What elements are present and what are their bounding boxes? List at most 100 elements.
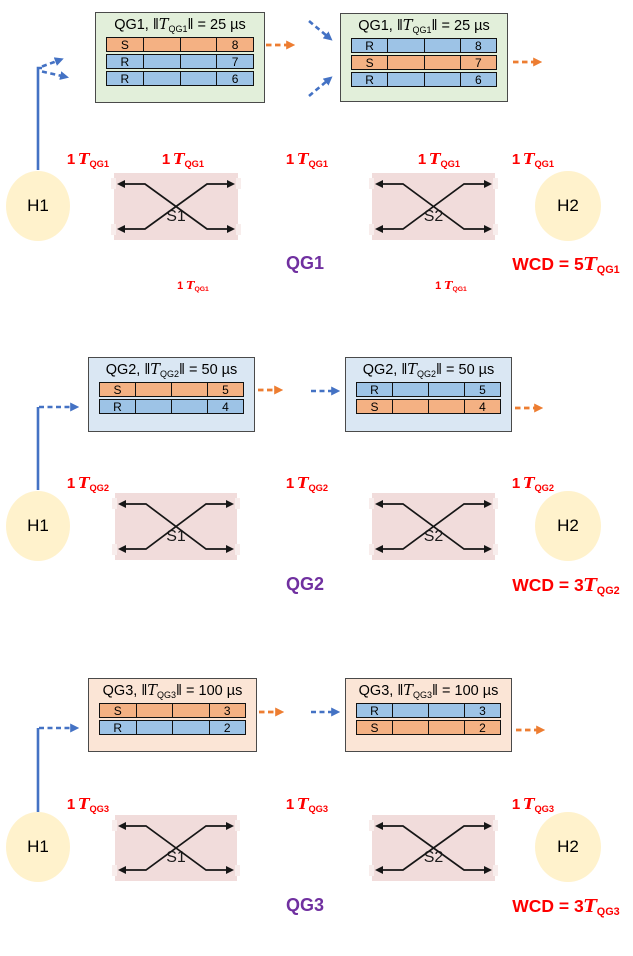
- queue-class-cell: S: [100, 383, 136, 396]
- queue-value-cell: 6: [231, 71, 239, 86]
- queue-empty-cell: [144, 55, 181, 68]
- switch-port: [111, 224, 116, 235]
- switch-s2: S2: [369, 493, 498, 560]
- queue-empty-cell: [393, 383, 429, 396]
- title-part: QG3: [157, 689, 176, 700]
- hop-t: T: [523, 150, 535, 168]
- hop-count: 1: [177, 280, 184, 292]
- switch-port: [493, 498, 498, 509]
- hop-count: 1: [285, 151, 295, 168]
- queue-empty-cell: [144, 72, 181, 85]
- hop-sub: QG1: [440, 158, 461, 169]
- hop-sub: QG2: [89, 482, 110, 493]
- card-title: QG1, ‖TQG1‖ = 25 µs: [341, 17, 507, 36]
- title-part: QG2, ‖: [105, 362, 151, 378]
- queue-value-cell: 2: [479, 720, 486, 735]
- title-part: T: [407, 362, 418, 378]
- title-part: ‖ = 50 µs: [179, 362, 238, 378]
- hop-t: T: [297, 795, 309, 813]
- hop-sub: QG1: [184, 158, 205, 169]
- hop-t: T: [429, 150, 441, 168]
- wcd-t: T: [583, 576, 597, 596]
- switch-port: [235, 544, 240, 555]
- title-part: ‖ = 50 µs: [436, 362, 495, 378]
- switch-label: S2: [423, 527, 444, 545]
- host-link-line: [36, 66, 42, 170]
- queue-empty-cell: [172, 383, 208, 396]
- queue-class-cell: S: [107, 38, 144, 51]
- queue-class-cell: S: [357, 721, 393, 734]
- queue-class-cell: R: [352, 39, 389, 52]
- switch-port: [369, 544, 374, 555]
- switch-s1: S1: [112, 815, 240, 881]
- title-part: QG1, ‖: [114, 17, 159, 33]
- hop-count: 1: [511, 475, 521, 492]
- host-send-arrow: [41, 70, 70, 80]
- wcd-text: WCD = 3: [512, 896, 584, 916]
- queue-empty-cell: [136, 400, 172, 413]
- hop-sub: QG3: [308, 803, 329, 814]
- queue-value-cell: 3: [479, 703, 486, 718]
- hop-t: T: [523, 474, 535, 492]
- card-title: QG3, ‖TQG3‖ = 100 µs: [346, 682, 511, 701]
- title-part: QG3, ‖: [358, 683, 404, 699]
- queue-empty-cell: [137, 704, 173, 717]
- wcd-sub: QG2: [596, 585, 620, 598]
- queue-empty-cell: [429, 721, 465, 734]
- queue-empty-cell: [173, 721, 210, 734]
- queue-value-cell: 5: [479, 382, 486, 397]
- switch-port: [493, 865, 498, 876]
- title-part: ‖ = 100 µs: [431, 683, 499, 699]
- hop-t: T: [186, 279, 195, 292]
- queue-empty-cell: [388, 73, 425, 86]
- ingress-frame-arrow: [308, 76, 333, 97]
- queue-empty-cell: [136, 383, 172, 396]
- switch-port: [112, 865, 117, 876]
- queue-value-cell: 2: [223, 720, 231, 735]
- hop-t: T: [523, 795, 535, 813]
- title-part: T: [147, 683, 157, 699]
- hop-t: T: [78, 150, 90, 168]
- queue-class-cell: R: [107, 55, 144, 68]
- switch-label: S2: [423, 207, 444, 225]
- queue-empty-cell: [429, 383, 465, 396]
- queue-value-cell: 5: [222, 382, 229, 397]
- title-part: QG3, ‖: [102, 683, 148, 699]
- hop-count: 1: [285, 796, 295, 813]
- host-send-arrow: [41, 57, 64, 68]
- hop-count: 1: [66, 796, 76, 813]
- hop-t: T: [78, 795, 90, 813]
- switch-port: [111, 178, 116, 189]
- host-label: H2: [557, 516, 579, 535]
- title-part: ‖ = 25 µs: [431, 18, 490, 34]
- title-part: ‖ = 25 µs: [187, 17, 246, 33]
- switch-port: [236, 178, 241, 189]
- host-h1: H1: [6, 491, 70, 561]
- switch-port: [493, 224, 498, 235]
- hop-t: T: [297, 474, 309, 492]
- switch-port: [112, 820, 117, 831]
- queue-empty-cell: [393, 721, 429, 734]
- wcd-label: WCD = 3TQG3: [498, 896, 633, 918]
- switch-port: [493, 544, 498, 555]
- queue-class-cell: R: [357, 704, 393, 717]
- queue-empty-cell: [181, 55, 218, 68]
